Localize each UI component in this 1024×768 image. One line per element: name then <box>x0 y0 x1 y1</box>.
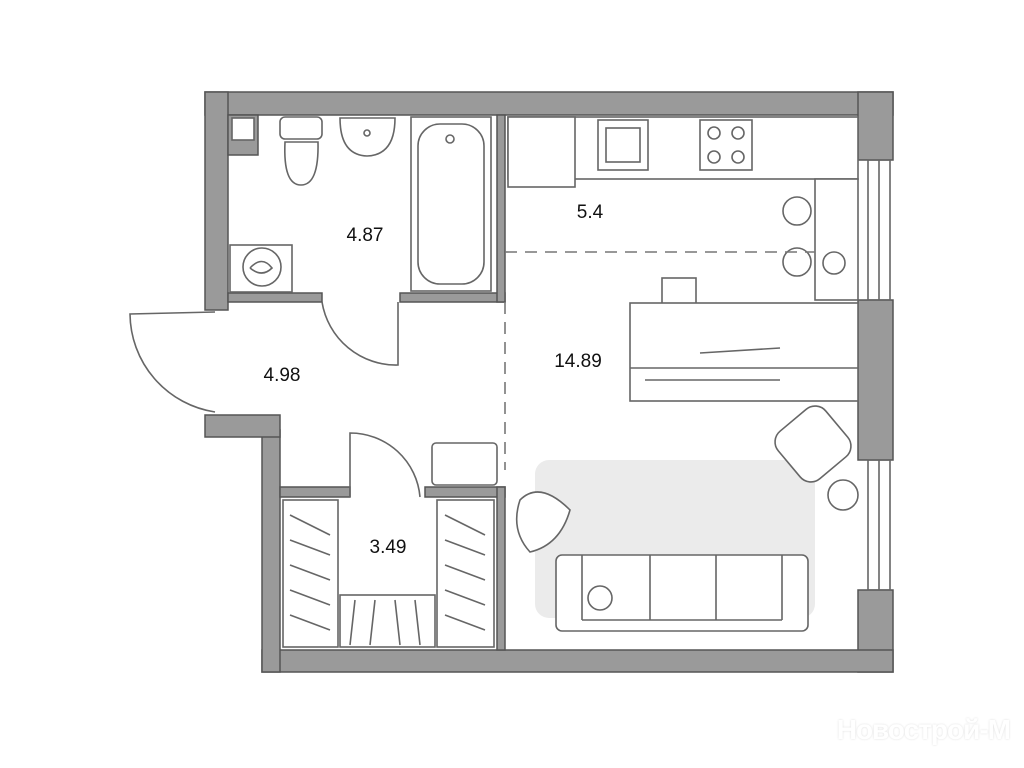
wardrobe-shelves <box>282 499 495 648</box>
door <box>129 301 421 498</box>
window <box>867 159 891 591</box>
washing-machine <box>229 244 293 293</box>
watermark: Новострой-М <box>836 714 1011 745</box>
bathtub <box>410 116 492 292</box>
sofa <box>555 554 809 632</box>
room-area-kitchen: 5.4 <box>576 202 604 223</box>
dresser <box>431 442 498 486</box>
shaft <box>231 117 255 141</box>
armchair <box>774 405 859 511</box>
toilet <box>279 116 323 186</box>
walls <box>204 91 894 673</box>
kitchen-counter <box>507 116 859 301</box>
room-area-living-room: 14.89 <box>554 351 602 372</box>
room-area-wardrobe: 3.49 <box>369 537 407 558</box>
room-area-hallway: 4.98 <box>263 365 301 386</box>
sink <box>339 117 396 157</box>
table <box>629 277 859 402</box>
plant <box>515 491 571 553</box>
room-area-bathroom: 4.87 <box>346 225 384 246</box>
